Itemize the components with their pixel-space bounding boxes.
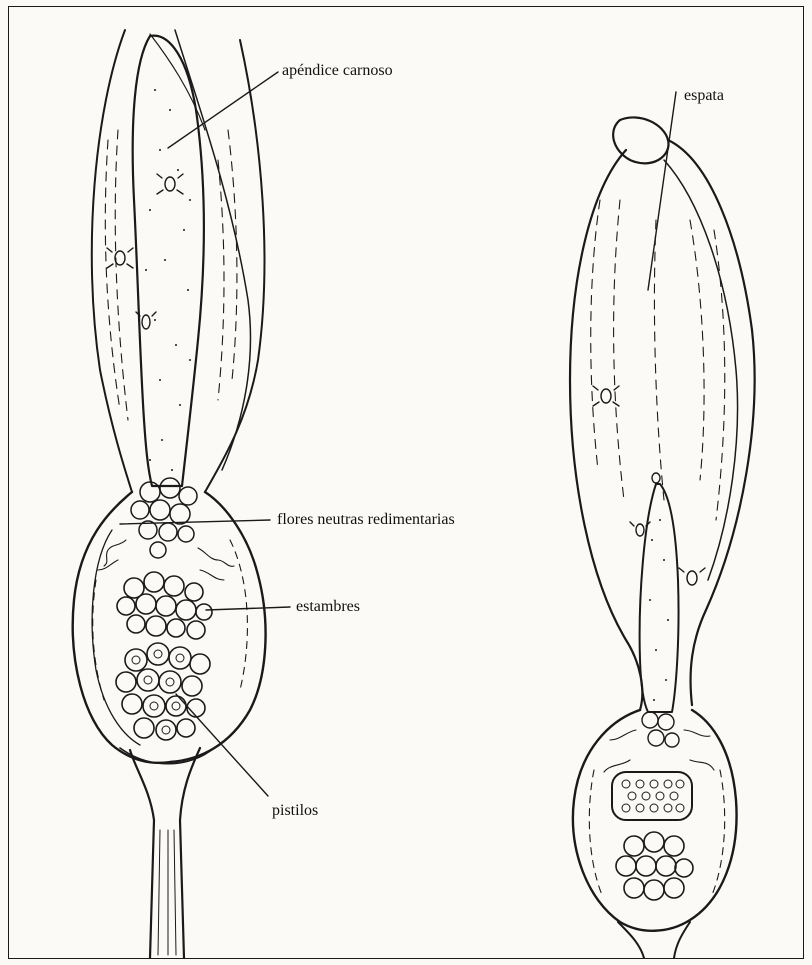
left-chamber-inner bbox=[92, 530, 140, 745]
left-spathe-veins bbox=[105, 130, 237, 420]
left-neutral-flowers bbox=[131, 478, 197, 558]
label-flores-neutras: flores neutras redimentarias bbox=[277, 512, 455, 528]
label-espata: espata bbox=[684, 88, 724, 104]
left-stamens bbox=[117, 572, 212, 639]
leader-apendice bbox=[168, 72, 278, 148]
right-neutral-flowers bbox=[642, 712, 679, 747]
left-pistils bbox=[116, 643, 210, 740]
left-filaments bbox=[98, 540, 234, 580]
right-spathe-veins bbox=[591, 200, 725, 520]
right-stamen-cells bbox=[622, 780, 684, 812]
right-filaments bbox=[604, 730, 714, 772]
left-insects bbox=[107, 174, 183, 329]
right-pistils bbox=[616, 832, 693, 900]
left-specimen bbox=[73, 30, 266, 958]
right-stamens bbox=[612, 772, 692, 820]
right-spadix bbox=[640, 484, 679, 712]
left-chamber-veins bbox=[93, 540, 248, 700]
right-spathe-outline bbox=[570, 140, 755, 710]
leader-estambres bbox=[206, 607, 290, 610]
leader-pistilos bbox=[176, 694, 268, 796]
label-apendice-carnoso: apéndice carnoso bbox=[282, 63, 393, 79]
right-spadix-stipple bbox=[649, 519, 669, 701]
left-spathe-fold bbox=[175, 30, 250, 470]
left-chamber bbox=[73, 492, 266, 763]
label-pistilos: pistilos bbox=[272, 803, 318, 819]
label-estambres: estambres bbox=[296, 599, 360, 615]
left-appendix-stipple bbox=[145, 89, 191, 471]
left-stem bbox=[130, 748, 200, 958]
left-stem-lines bbox=[158, 830, 176, 955]
right-specimen bbox=[570, 117, 755, 958]
right-insects bbox=[593, 386, 705, 585]
